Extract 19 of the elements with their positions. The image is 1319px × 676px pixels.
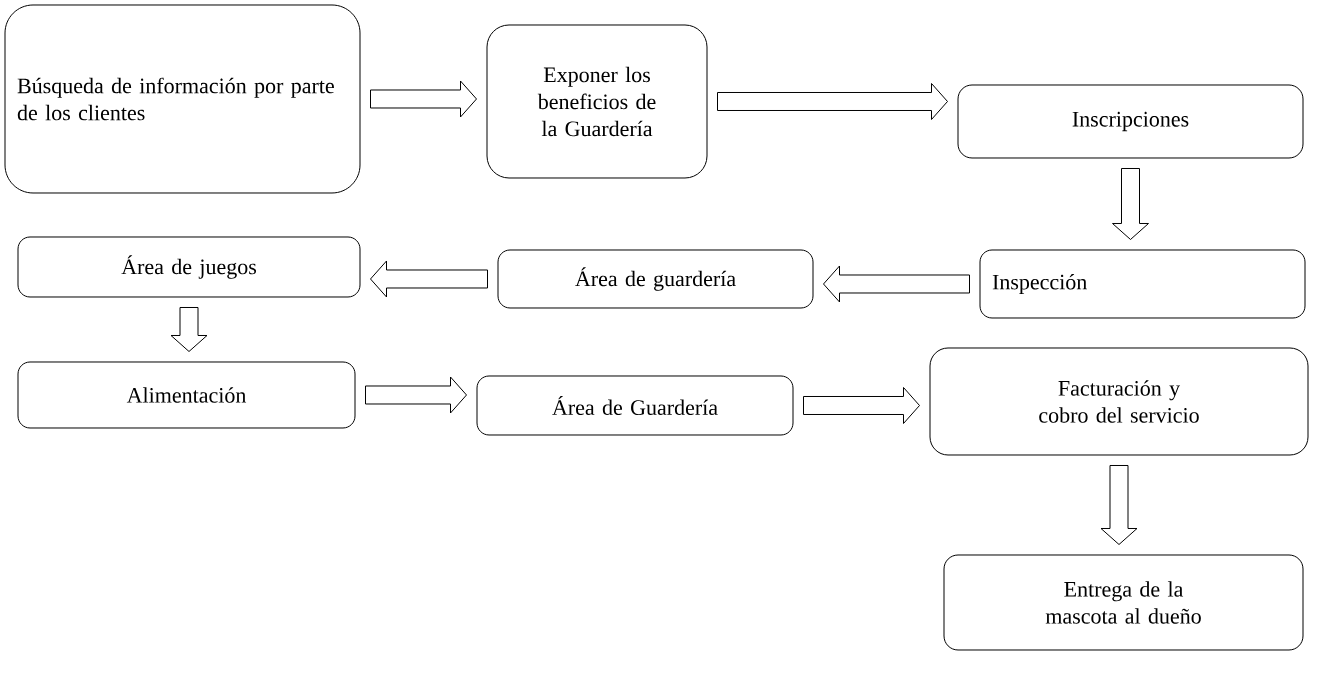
process-box: Inspección [979,249,1306,319]
block-arrow [370,80,477,118]
block-arrow [1100,465,1138,545]
process-box: Búsqueda de información por parte de los clientes [4,4,361,194]
block-arrow [365,376,467,414]
block-arrow [803,387,920,424]
block-arrow [370,260,488,298]
process-box: Exponer los beneficios de la Guardería [486,24,708,179]
process-box: Área de Guardería [476,375,794,436]
block-arrow [170,307,208,352]
block-arrow [823,265,970,303]
block-arrow [1112,168,1149,240]
block-arrow [717,83,948,120]
process-box: Entrega de la mascota al dueño [943,554,1304,651]
process-box: Alimentación [17,361,356,429]
process-box: Área de guardería [497,249,814,309]
process-box: Área de juegos [17,236,361,298]
process-box: Inscripciones [957,84,1304,159]
process-box: Facturación y cobro del servicio [929,347,1309,456]
